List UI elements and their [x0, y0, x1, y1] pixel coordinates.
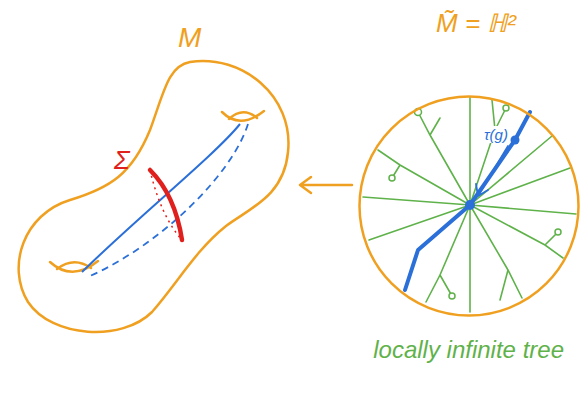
hyperbolic-disk: M̃ = ℍ²: [358, 95, 580, 317]
sigma-label: Σ: [114, 146, 130, 176]
surface: M: [18, 58, 292, 336]
tree-end: [449, 293, 455, 299]
translation-arrow: [476, 146, 508, 196]
tree-edge: [469, 205, 471, 312]
disk-outline: [360, 97, 579, 316]
tree-end: [389, 175, 395, 181]
surface-outline: [19, 61, 289, 332]
surface-outline: [18, 58, 292, 336]
loop-front: [82, 124, 240, 272]
tree-end: [503, 105, 509, 111]
sigma-back: [150, 170, 182, 240]
image-point: [511, 136, 520, 145]
tree-edge: [363, 197, 470, 205]
base-point: [465, 200, 475, 210]
upper-hole: [229, 112, 257, 119]
tree-edge: [470, 205, 576, 214]
upper-hole: [222, 111, 264, 121]
tree-edge: [469, 97, 471, 205]
sigma-curve: [150, 170, 182, 240]
loop-back: [90, 124, 248, 276]
covering-arrow: [300, 177, 352, 193]
space-label: M: [178, 22, 201, 54]
tree-edge: [369, 205, 470, 240]
tree-edge: [378, 150, 470, 205]
disk-outline: [358, 95, 580, 317]
axis-path: [405, 112, 530, 290]
tree-edge: [470, 205, 563, 258]
tree-edge: [426, 205, 470, 302]
tree-end: [555, 229, 561, 235]
space-label: M̃ = ℍ²: [436, 9, 516, 39]
translation-label: τ(g): [482, 126, 510, 143]
tree-caption: locally infinite tree: [368, 336, 564, 364]
